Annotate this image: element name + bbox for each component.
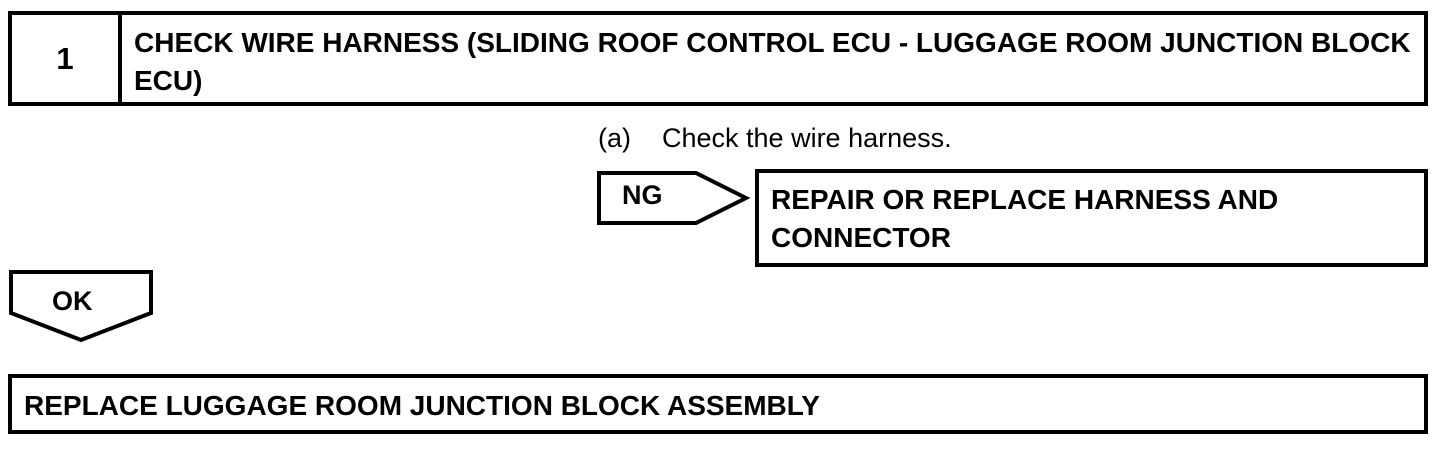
ng-result-box: REPAIR OR REPLACE HARNESS AND CONNECTOR — [755, 169, 1428, 267]
ng-result-text: REPAIR OR REPLACE HARNESS AND CONNECTOR — [771, 184, 1279, 253]
ng-label: NG — [622, 180, 663, 210]
final-action-text: REPLACE LUGGAGE ROOM JUNCTION BLOCK ASSE… — [24, 390, 820, 421]
step-number: 1 — [12, 15, 122, 102]
ng-arrow-icon — [597, 171, 751, 225]
instruction-text: Check the wire harness. — [662, 123, 952, 153]
ok-arrow-icon — [9, 270, 153, 343]
step-title: CHECK WIRE HARNESS (SLIDING ROOF CONTROL… — [134, 27, 1411, 96]
final-action-box: REPLACE LUGGAGE ROOM JUNCTION BLOCK ASSE… — [8, 374, 1428, 434]
instruction-label: (a) — [598, 123, 631, 153]
ok-label: OK — [52, 286, 93, 316]
step-header-box: 1 CHECK WIRE HARNESS (SLIDING ROOF CONTR… — [8, 11, 1428, 106]
instruction-line: (a) Check the wire harness. — [598, 120, 952, 156]
